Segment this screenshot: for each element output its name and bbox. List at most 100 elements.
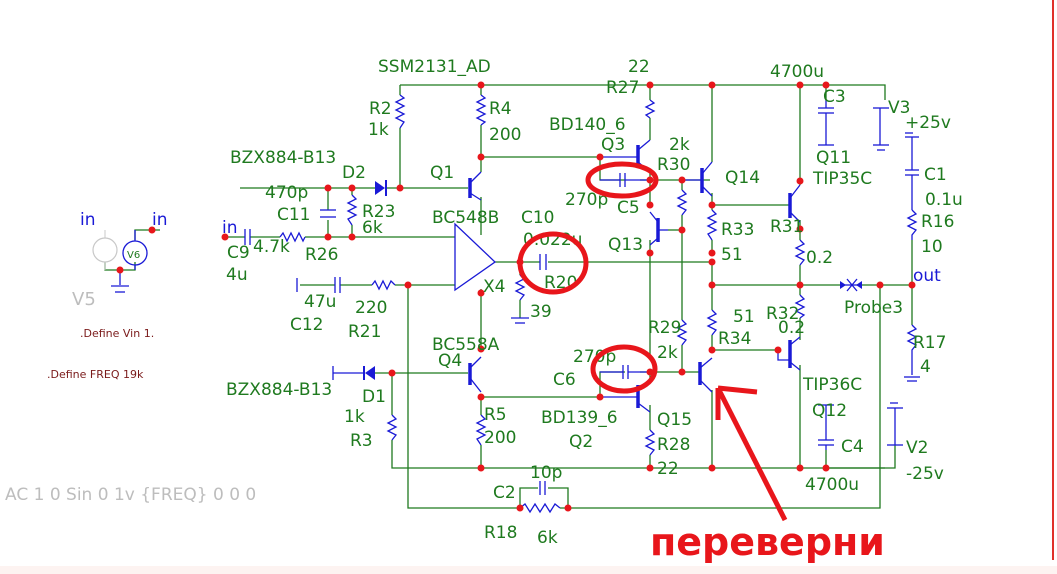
resistor-r33 [706, 209, 718, 241]
r29-value: 2k [657, 343, 678, 363]
net-label-out: out [913, 266, 941, 286]
r31-value: 0.2 [806, 248, 833, 268]
resistor-r5 [475, 414, 487, 446]
bottom-strip [0, 566, 1057, 574]
arrow-icon [715, 385, 788, 522]
net-label-in-source2: in [152, 210, 168, 230]
diode-d2 [375, 181, 385, 195]
resistor-r29 [676, 319, 688, 346]
d1-name: D1 [362, 387, 386, 407]
c11-name: C11 [277, 205, 311, 225]
c4-name: C4 [841, 437, 864, 457]
r2-value: 1k [368, 120, 389, 140]
d1-model: BZX884-B13 [226, 380, 332, 400]
c2-name: C2 [493, 483, 516, 503]
net-label-in-source: in [80, 210, 96, 230]
r4-name: R4 [489, 99, 512, 119]
directive-freq: .Define FREQ 19k [47, 368, 144, 381]
r3-name: R3 [350, 431, 373, 451]
r16-value: 10 [921, 237, 943, 257]
q11-model: TIP35C [812, 169, 872, 189]
r33-value: 51 [721, 245, 743, 265]
resistor-r16 [906, 209, 918, 240]
right-border [1052, 0, 1054, 560]
r3-value: 1k [344, 407, 365, 427]
r21-name: R21 [348, 322, 381, 342]
v5-name: V5 [72, 289, 96, 310]
r30-value: 2k [669, 135, 690, 155]
r5-value: 200 [484, 428, 516, 448]
c3-name: C3 [823, 87, 846, 107]
component-labels: SSM2131_AD 22 R27 4700u C3 V3 +25v R2 1k… [5, 57, 963, 548]
q3-name: Q3 [601, 135, 625, 155]
r18-name: R18 [484, 523, 517, 543]
component-symbols [92, 94, 920, 514]
c1-value: 0.1u [925, 190, 963, 210]
resistor-r31 [794, 239, 806, 266]
c12-value: 47u [304, 292, 336, 312]
c5-value: 270p [565, 190, 608, 210]
resistor-r18 [519, 502, 561, 514]
d2-model: BZX884-B13 [230, 148, 336, 168]
r28-name: R28 [657, 435, 690, 455]
q4-model: BC558A [432, 335, 500, 355]
r28-value: 22 [657, 459, 679, 479]
r27-name: R27 [606, 78, 639, 98]
c9-name: C9 [227, 243, 250, 263]
r16-name: R16 [921, 212, 954, 232]
r21-value: 220 [355, 298, 387, 318]
r30-name: R30 [657, 155, 690, 175]
c3-value: 4700u [770, 62, 824, 82]
resistor-r3 [386, 414, 398, 441]
r2-name: R2 [369, 99, 392, 119]
highlight-circle-c5 [585, 161, 659, 199]
resistor-r26 [279, 231, 306, 243]
r34-name: R34 [718, 329, 751, 349]
c6-name: C6 [553, 370, 576, 390]
opamp-model-label: SSM2131_AD [378, 57, 491, 77]
probe3-symbol [840, 278, 862, 292]
q4-name: Q4 [438, 351, 462, 371]
v3-value: +25v [905, 113, 951, 133]
opamp-x4 [454, 222, 497, 292]
c4-value: 4700u [805, 475, 859, 495]
r29-name: R29 [648, 318, 681, 338]
q15-name: Q15 [657, 410, 692, 430]
v5-params: AC 1 0 Sin 0 1v {FREQ} 0 0 0 [5, 485, 256, 505]
probe-name: Probe3 [844, 298, 903, 318]
q2-model: BD139_6 [541, 408, 618, 428]
opamp-name: X4 [483, 277, 505, 297]
q11-name: Q11 [816, 148, 851, 168]
r17-name: R17 [913, 333, 946, 353]
junction-dots [116, 81, 916, 512]
q1-name: Q1 [430, 163, 454, 183]
c9-value: 4u [226, 265, 248, 285]
c5-name: C5 [617, 198, 640, 218]
c1-name: C1 [924, 165, 947, 185]
c2-value: 10p [530, 463, 562, 483]
q2-name: Q2 [569, 432, 593, 452]
r18-value: 6k [537, 528, 558, 548]
resistor-r30 [676, 189, 688, 216]
resistor-r32 [794, 294, 806, 319]
q13-name: Q13 [608, 235, 643, 255]
highlight-circle-c10 [517, 231, 589, 295]
q3-model: BD140_6 [549, 115, 626, 135]
r27-value: 22 [628, 57, 650, 77]
r32-name: R32 [766, 304, 799, 324]
r5-name: R5 [484, 405, 507, 425]
v2-value: -25v [906, 464, 944, 484]
q12-model: TIP36C [802, 375, 862, 395]
r32-value: 0.2 [778, 318, 805, 338]
highlight-circle-c6 [590, 344, 658, 394]
r20-value: 39 [530, 302, 552, 322]
r23-name: R23 [362, 202, 395, 222]
r31-name: R31 [770, 217, 803, 237]
q14-name: Q14 [725, 168, 760, 188]
resistor-r28 [644, 429, 656, 456]
resistor-r34 [706, 309, 718, 336]
r34-value: 51 [733, 307, 755, 327]
v3-name: V3 [888, 98, 910, 118]
directive-vin: .Define Vin 1. [80, 327, 154, 340]
